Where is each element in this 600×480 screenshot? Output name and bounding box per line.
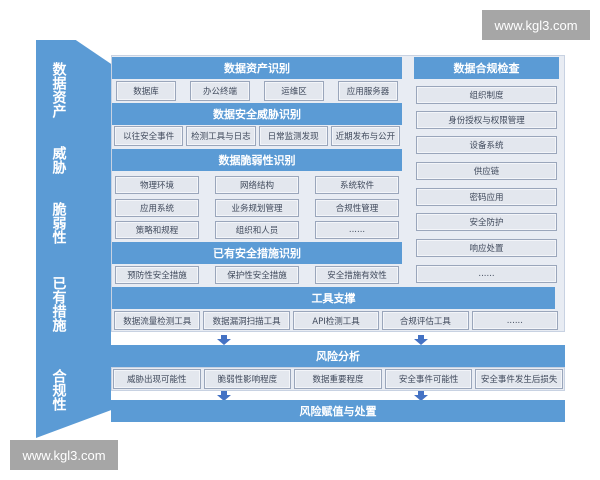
- tool-support-header: 工具支撑: [112, 287, 555, 309]
- risk-factor-item: 脆弱性影响程度: [203, 369, 292, 389]
- threat-item: 检测工具与日志: [186, 126, 256, 146]
- risk-analysis-row: 威胁出现可能性 脆弱性影响程度 数据重要程度 安全事件可能性 安全事件发生后损失: [113, 369, 563, 389]
- vulnerability-item: 物理环境: [115, 176, 199, 194]
- watermark-bottom: www.kgl3.com: [10, 440, 118, 470]
- asset-item: 办公终端: [190, 81, 250, 101]
- compliance-item: 设备系统: [416, 136, 557, 154]
- measure-item: 预防性安全措施: [115, 266, 199, 284]
- category-compliance: 合规性: [50, 369, 67, 411]
- existing-measures-row: 预防性安全措施 保护性安全措施 安全措施有效性: [115, 266, 399, 284]
- tool-items-row: 数据流量检测工具 数据漏洞扫描工具 API检测工具 合规评估工具 ......: [114, 311, 559, 330]
- risk-factor-item: 安全事件可能性: [384, 369, 473, 389]
- risk-valuation-header: 风险赋值与处置: [111, 400, 565, 422]
- asset-item: 应用服务器: [338, 81, 398, 101]
- compliance-item: 组织制度: [416, 86, 557, 104]
- existing-measures-header: 已有安全措施识别: [112, 242, 402, 264]
- risk-factor-item: 安全事件发生后损失: [475, 369, 563, 389]
- threat-item: 近期发布与公开: [330, 126, 400, 146]
- tool-item: ......: [471, 311, 559, 330]
- risk-factor-item: 数据重要程度: [294, 369, 382, 389]
- vulnerability-row-2: 应用系统 业务规划管理 合规性管理: [115, 199, 399, 217]
- asset-item: 数据库: [116, 81, 176, 101]
- vulnerability-identification-header: 数据脆弱性识别: [112, 149, 402, 171]
- compliance-item: 响应处置: [416, 239, 557, 257]
- compliance-item: ......: [416, 265, 557, 283]
- tool-item: 数据漏洞扫描工具: [203, 311, 290, 330]
- category-existing-measures: 已有措施: [50, 276, 67, 332]
- vulnerability-row-1: 物理环境 网络结构 系统软件: [115, 176, 399, 194]
- tool-item: 数据流量检测工具: [114, 311, 201, 330]
- measure-item: 安全措施有效性: [315, 266, 399, 284]
- compliance-check-header: 数据合规检查: [414, 57, 559, 79]
- tool-item: 合规评估工具: [382, 311, 469, 330]
- arrow-down-icon: [217, 335, 231, 345]
- category-band: [36, 40, 111, 438]
- arrow-down-icon: [414, 391, 428, 401]
- vulnerability-item: 应用系统: [115, 199, 199, 217]
- compliance-item: 安全防护: [416, 213, 557, 231]
- vulnerability-row-3: 策略和规程 组织和人员 ......: [115, 221, 399, 239]
- threat-items-row: 以往安全事件 检测工具与日志 日常监测发现 近期发布与公开: [114, 126, 400, 146]
- compliance-item: 密码应用: [416, 188, 557, 206]
- arrow-down-icon: [414, 335, 428, 345]
- tool-item: API检测工具: [292, 311, 380, 330]
- compliance-item: 供应链: [416, 162, 557, 180]
- asset-identification-header: 数据资产识别: [112, 57, 402, 79]
- category-threat: 威胁: [50, 146, 67, 174]
- vulnerability-item: 业务规划管理: [215, 199, 299, 217]
- compliance-item: 身份授权与权限管理: [416, 111, 557, 129]
- vulnerability-item: 组织和人员: [215, 221, 299, 239]
- asset-items-row: 数据库 办公终端 运维区 应用服务器: [114, 81, 400, 101]
- vulnerability-item: 网络结构: [215, 176, 299, 194]
- threat-item: 日常监测发现: [258, 126, 328, 146]
- risk-factor-item: 威胁出现可能性: [113, 369, 201, 389]
- risk-analysis-header: 风险分析: [111, 345, 565, 367]
- measure-item: 保护性安全措施: [215, 266, 299, 284]
- category-vulnerability: 脆弱性: [50, 202, 67, 244]
- vulnerability-item: 合规性管理: [315, 199, 399, 217]
- threat-identification-header: 数据安全威胁识别: [112, 103, 402, 125]
- category-data-asset: 数据资产: [50, 62, 67, 118]
- vulnerability-item: ......: [315, 221, 399, 239]
- vulnerability-item: 系统软件: [315, 176, 399, 194]
- vulnerability-item: 策略和规程: [115, 221, 199, 239]
- threat-item: 以往安全事件: [114, 126, 184, 146]
- arrow-down-icon: [217, 391, 231, 401]
- asset-item: 运维区: [264, 81, 324, 101]
- watermark-top: www.kgl3.com: [482, 10, 590, 40]
